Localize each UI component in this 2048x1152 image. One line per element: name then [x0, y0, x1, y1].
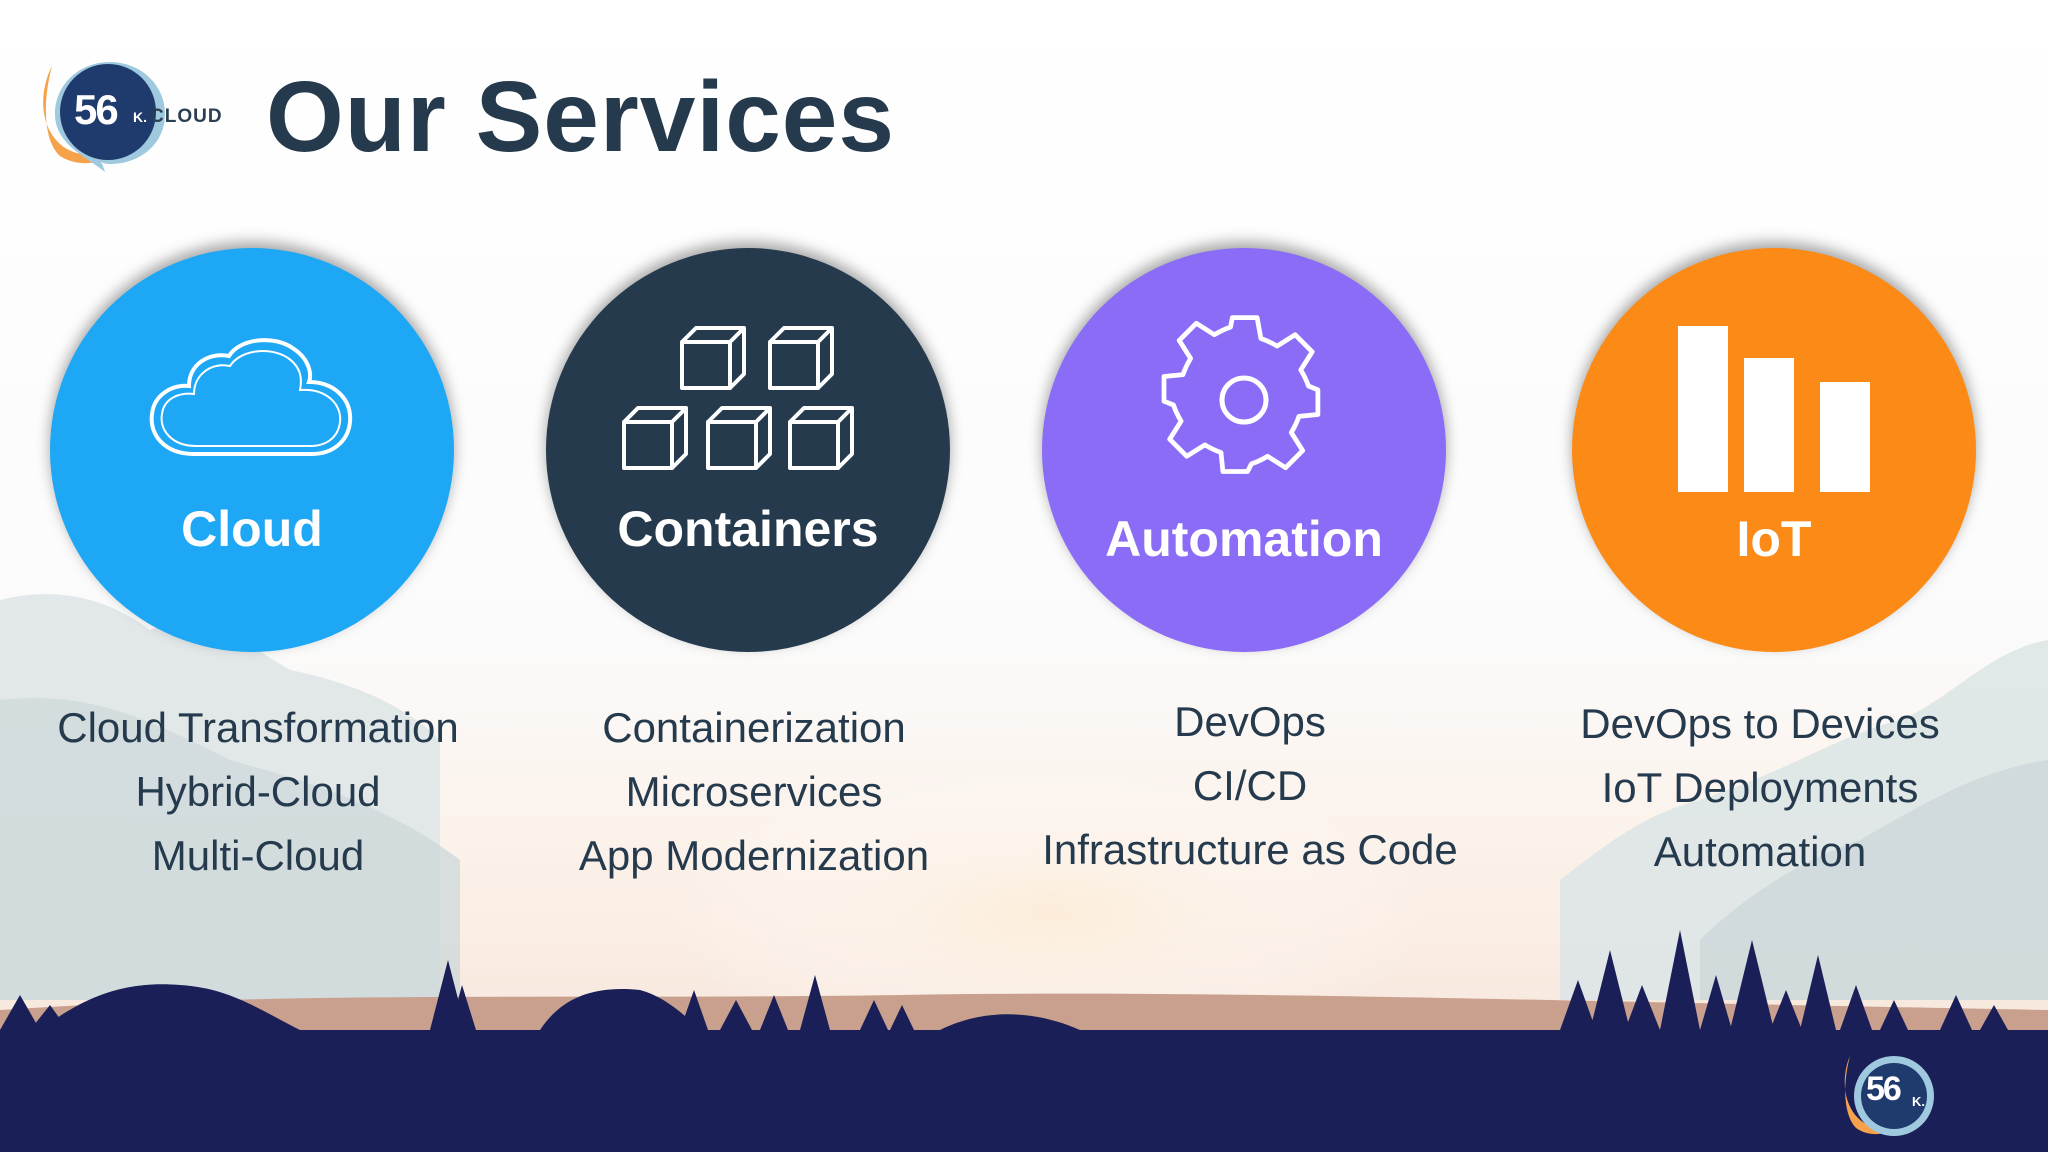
service-item: IoT Deployments — [1601, 764, 1919, 811]
service-circle: Cloud — [50, 248, 454, 652]
footer-logo-k: K. — [1912, 1094, 1925, 1109]
service-item: App Modernization — [578, 832, 930, 879]
service-item: Multi-Cloud — [151, 832, 365, 879]
service-item: Automation — [1653, 828, 1867, 875]
service-label: IoT — [1736, 511, 1812, 567]
footer-logo-number: 56 — [1866, 1070, 1902, 1108]
service-item: Hybrid-Cloud — [135, 768, 381, 815]
gear-icon — [1161, 315, 1321, 474]
service-label: Cloud — [181, 501, 323, 557]
bar-chart-icon — [1678, 326, 1870, 492]
service-item: DevOps — [1174, 698, 1326, 745]
footer-logo — [1844, 1056, 1934, 1136]
service-circle: Containers — [546, 248, 950, 652]
service-item: Microservices — [625, 768, 883, 815]
service-item: Cloud Transformation — [57, 704, 459, 751]
boxes-icon — [622, 326, 854, 470]
page-title: Our Services — [266, 61, 896, 173]
service-item: Infrastructure as Code — [1042, 826, 1458, 873]
service-item: DevOps to Devices — [1580, 700, 1940, 747]
service-label: Automation — [1105, 511, 1383, 567]
service-item: CI/CD — [1192, 762, 1308, 809]
service-label: Containers — [617, 501, 879, 557]
logo-number: 56 — [74, 86, 119, 133]
service-circle: Automation — [1042, 248, 1446, 652]
logo-brand: CLOUD — [150, 106, 223, 127]
service-items: DevOps to Devices IoT Deployments Automa… — [1490, 692, 2030, 884]
service-items: DevOps CI/CD Infrastructure as Code — [980, 690, 1520, 882]
cloud-icon — [149, 338, 353, 456]
logo-k: K. — [133, 109, 147, 125]
service-item: Containerization — [602, 704, 906, 751]
service-items: Cloud Transformation Hybrid-Cloud Multi-… — [0, 696, 528, 888]
service-circle: IoT — [1572, 248, 1976, 652]
company-logo — [43, 62, 165, 172]
service-items: Containerization Microservices App Moder… — [484, 696, 1024, 888]
